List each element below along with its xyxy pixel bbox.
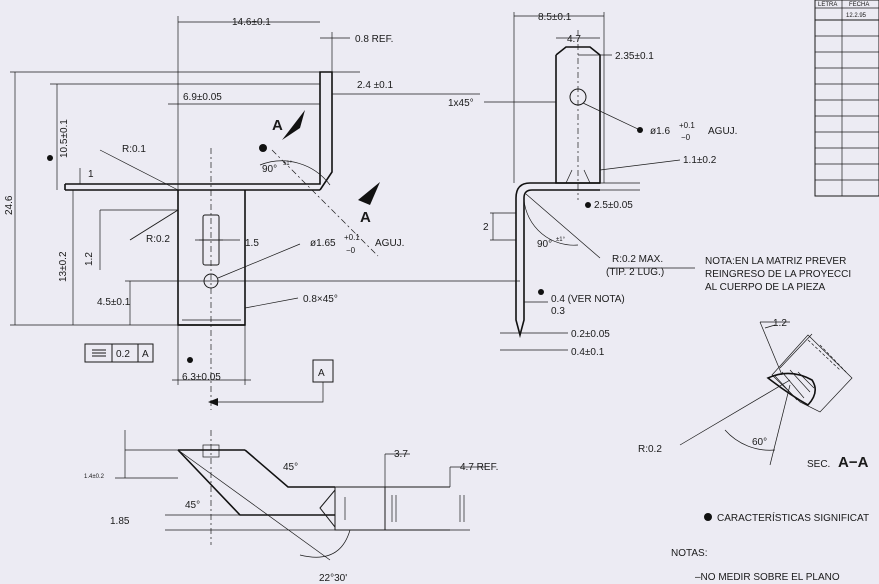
angle-90-tol: ±1° bbox=[283, 161, 293, 167]
title-col-fecha: FECHA bbox=[849, 2, 869, 8]
dim-side-width-85: 8.5±0.1 bbox=[538, 12, 572, 23]
angle-90b-tol: ±1° bbox=[556, 237, 566, 243]
sec-label-prefix: SEC. bbox=[807, 459, 830, 470]
dim-bottom-2230: 22°30' bbox=[319, 573, 347, 584]
dim-bottom-14: 1.4±0.2 bbox=[84, 474, 105, 480]
side-view: 8.5±0.1 4.7 2.35±0.1 1x45° ø1.6 +0.1 −0 … bbox=[448, 12, 737, 358]
dim-tip-2-lug: (TIP. 2 LUG.) bbox=[606, 267, 664, 278]
title-col-letra: LETRA bbox=[818, 2, 837, 8]
significant-mark bbox=[47, 155, 53, 161]
angle-90: 90° bbox=[262, 164, 277, 175]
section-a-left: A bbox=[272, 117, 283, 134]
flatness-value: 0.2 bbox=[116, 349, 130, 360]
nota-line-3: AL CUERPO DE LA PIEZA bbox=[705, 282, 826, 293]
dim-12: 1.2 bbox=[84, 252, 95, 266]
sec-12: 1.2 bbox=[773, 318, 787, 329]
dim-24: 2.4 ±0.1 bbox=[357, 80, 394, 91]
section-arrow-left bbox=[282, 110, 305, 140]
dim-r02-max: R:0.2 MAX. bbox=[612, 254, 663, 265]
section-a-a: 1.2 R:0.2 60° SEC. A−A bbox=[638, 318, 869, 471]
dim-bottom-45a: 45° bbox=[185, 500, 200, 511]
bottom-view: 1.4±0.2 1.85 45° 45° 3.7 4.7 REF. 22°30' bbox=[84, 430, 498, 584]
dim-hole-16: ø1.6 bbox=[650, 126, 670, 137]
nota-line-1: NOTA:EN LA MATRIZ PREVER bbox=[705, 256, 846, 267]
dim-hole-165-tol-plus: +0.1 bbox=[344, 233, 360, 242]
dim-hole-16-tol-plus: +0.1 bbox=[679, 121, 695, 130]
dim-side-235: 2.35±0.1 bbox=[615, 51, 654, 62]
dim-bottom-47ref: 4.7 REF. bbox=[460, 462, 498, 473]
dim-height-105: 10.5±0.1 bbox=[59, 119, 70, 158]
dim-bottom-37: 3.7 bbox=[394, 449, 408, 460]
dim-ref-thickness: 0.8 REF. bbox=[355, 34, 393, 45]
dim-top-width: 14.6±0.1 bbox=[232, 17, 271, 28]
dim-11: 1.1±0.2 bbox=[683, 155, 717, 166]
dim-height-246: 24.6 bbox=[4, 195, 15, 215]
dim-2: 2 bbox=[483, 222, 489, 233]
dim-aguj-2: AGUJ. bbox=[708, 126, 737, 137]
section-a-right: A bbox=[360, 209, 371, 226]
dim-width-63: 6.3±0.05 bbox=[182, 372, 221, 383]
flatness-datum: A bbox=[142, 349, 149, 360]
datum-a: A bbox=[318, 368, 325, 379]
dim-width-69: 6.9±0.05 bbox=[183, 92, 222, 103]
angle-90b: 90° bbox=[537, 239, 552, 250]
caracteristicas-note: CARACTERÍSTICAS SIGNIFICAT bbox=[717, 511, 869, 524]
notas-heading: NOTAS: bbox=[671, 548, 707, 559]
dim-25: 2.5±0.05 bbox=[594, 200, 633, 211]
title-block: LETRA FECHA 12.2.95 bbox=[814, 0, 879, 197]
dim-bottom-45b: 45° bbox=[283, 462, 298, 473]
no-medir-note: –NO MEDIR SOBRE EL PLANO bbox=[695, 572, 840, 583]
sec-r02: R:0.2 bbox=[638, 444, 662, 455]
dim-bottom-185: 1.85 bbox=[110, 516, 130, 527]
sec-label-letters: A−A bbox=[838, 454, 869, 471]
dim-04-ver: 0.4 (VER NOTA) bbox=[551, 294, 625, 305]
dim-hole-165-tol-minus: −0 bbox=[346, 246, 356, 255]
dim-aguj-1: AGUJ. bbox=[375, 238, 404, 249]
sec-60: 60° bbox=[752, 437, 767, 448]
dim-45: 4.5±0.1 bbox=[97, 297, 131, 308]
dim-r01: R:0.1 bbox=[122, 144, 146, 155]
dim-height-13: 13±0.2 bbox=[58, 251, 69, 282]
dim-one: 1 bbox=[88, 169, 94, 180]
dim-02-005: 0.2±0.05 bbox=[571, 329, 610, 340]
dim-15: 1.5 bbox=[245, 238, 259, 249]
dim-hole-16-tol-minus: −0 bbox=[681, 133, 691, 142]
dim-03: 0.3 bbox=[551, 306, 565, 317]
dim-chamfer-1x45: 1x45° bbox=[448, 98, 474, 109]
section-arrow-right bbox=[358, 182, 380, 205]
dim-r02: R:0.2 bbox=[146, 234, 170, 245]
flatness-frame bbox=[84, 343, 154, 363]
notes-block: NOTA:EN LA MATRIZ PREVER REINGRESO DE LA… bbox=[671, 256, 869, 583]
front-view: 14.6±0.1 0.8 REF. 6.9±0.05 2.4 ±0.1 10.5… bbox=[4, 16, 520, 410]
dim-04-01: 0.4±0.1 bbox=[571, 347, 605, 358]
dim-chamfer-08: 0.8×45° bbox=[303, 294, 338, 305]
dim-side-47: 4.7 bbox=[567, 34, 581, 45]
nota-line-2: REINGRESO DE LA PROYECCI bbox=[705, 269, 851, 280]
dim-hole-165: ø1.65 bbox=[310, 238, 336, 249]
title-fecha-value: 12.2.95 bbox=[846, 13, 867, 19]
